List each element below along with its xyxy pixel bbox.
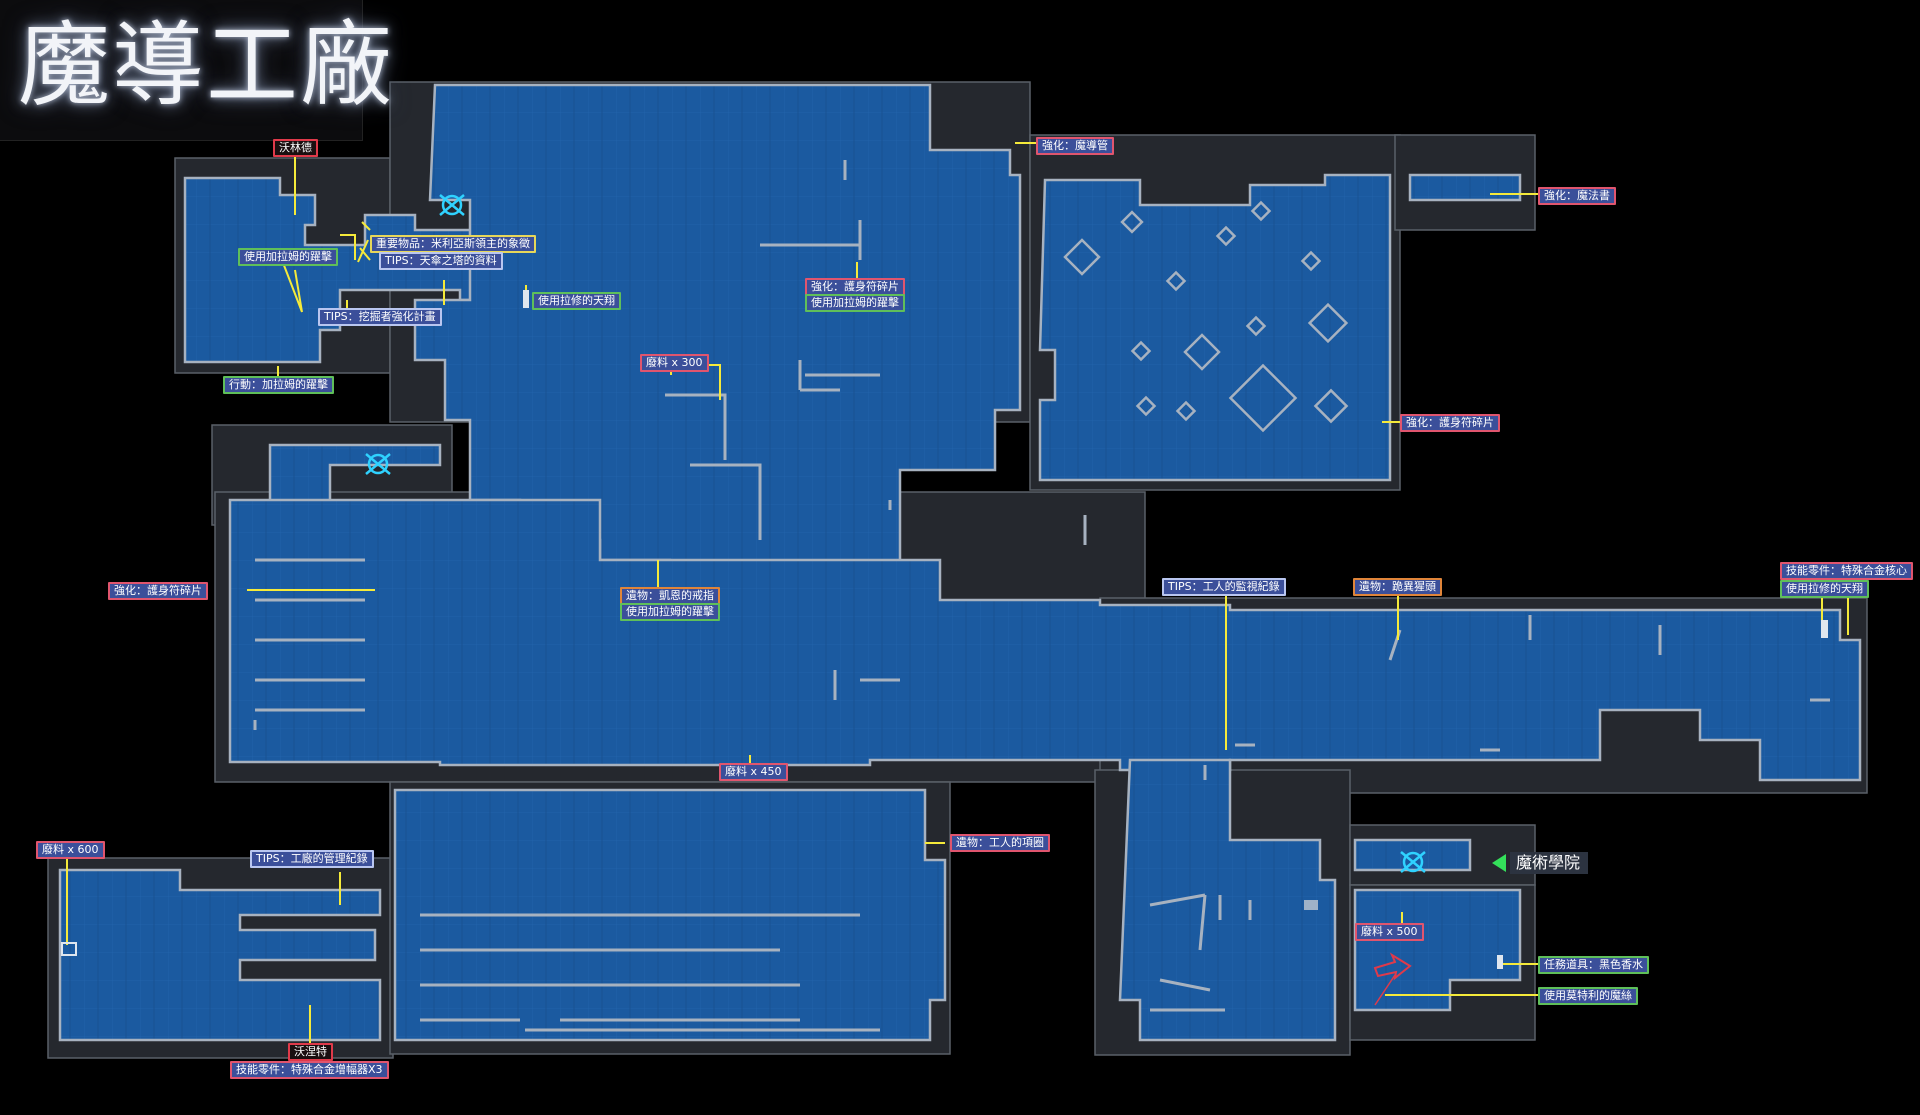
area-exit-label[interactable]: 魔術學院	[1510, 852, 1589, 874]
label-upgrade-amulet-3[interactable]: 強化：護身符碎片	[108, 582, 208, 600]
label-relic-worker-necklace[interactable]: 遺物：工人的項圈	[950, 834, 1050, 852]
label-use-lasio-fly-2[interactable]: 使用拉修的天翔	[1780, 580, 1869, 598]
red-arrow-icon	[1373, 952, 1412, 981]
gates	[61, 290, 1828, 969]
leader-lines	[66, 142, 1849, 1046]
title-panel: 魔導工廠	[0, 0, 392, 141]
diamonds	[1063, 200, 1349, 433]
label-tips-tiankang[interactable]: TIPS：天傘之塔的資料	[379, 252, 503, 270]
label-key-item-mirias[interactable]: 重要物品：米利亞斯領主的象徵	[370, 235, 536, 253]
label-use-lasio-fly[interactable]: 使用拉修的天翔	[532, 292, 621, 310]
label-upgrade-amulet-2[interactable]: 強化：護身符碎片	[1400, 414, 1500, 432]
label-scrap-450[interactable]: 廢料 x 450	[719, 763, 788, 781]
label-tips-worker-surveillance[interactable]: TIPS：工人的監視紀錄	[1162, 578, 1286, 596]
label-upgrade-amulet-1[interactable]: 強化：護身符碎片	[805, 278, 905, 296]
label-scrap-300[interactable]: 廢料 x 300	[640, 354, 709, 372]
label-wolin[interactable]: 沃林德	[273, 139, 318, 157]
label-skill-alloy-core[interactable]: 技能零件：特殊合金核心	[1780, 562, 1913, 580]
label-quest-black-perfume[interactable]: 任務道具：黑色香水	[1538, 956, 1649, 974]
label-action-galam-blade[interactable]: 行動：加拉姆的躍擊	[223, 376, 334, 394]
label-tips-factory-log[interactable]: TIPS：工廠的管理紀錄	[250, 850, 374, 868]
platforms	[253, 160, 1830, 1032]
label-use-ephrit-thread[interactable]: 使用莫特利的魔絲	[1538, 987, 1638, 1005]
label-wolter[interactable]: 沃涅特	[288, 1043, 333, 1061]
label-relic-skull[interactable]: 遺物：跪異猩頭	[1353, 578, 1442, 596]
save-point-icon	[365, 194, 1426, 873]
label-upgrade-grimoire[interactable]: 強化：魔法書	[1538, 187, 1616, 205]
label-skill-alloy-amp[interactable]: 技能零件：特殊合金增幅器X3	[230, 1061, 389, 1079]
label-tips-digger[interactable]: TIPS：挖掘者強化計畫	[318, 308, 442, 326]
label-upgrade-magic-pipe[interactable]: 強化：魔導管	[1036, 137, 1114, 155]
label-scrap-600[interactable]: 廢料 x 600	[36, 841, 105, 859]
label-use-galam-blade-1[interactable]: 使用加拉姆的躍擊	[238, 248, 338, 266]
label-scrap-500[interactable]: 廢料 x 500	[1355, 923, 1424, 941]
area-exit-arrow-icon	[1492, 854, 1506, 872]
map-title: 魔導工廠	[18, 12, 395, 119]
label-use-galam-blade-3[interactable]: 使用加拉姆的躍擊	[620, 603, 720, 621]
label-use-galam-blade-2[interactable]: 使用加拉姆的躍擊	[805, 294, 905, 312]
